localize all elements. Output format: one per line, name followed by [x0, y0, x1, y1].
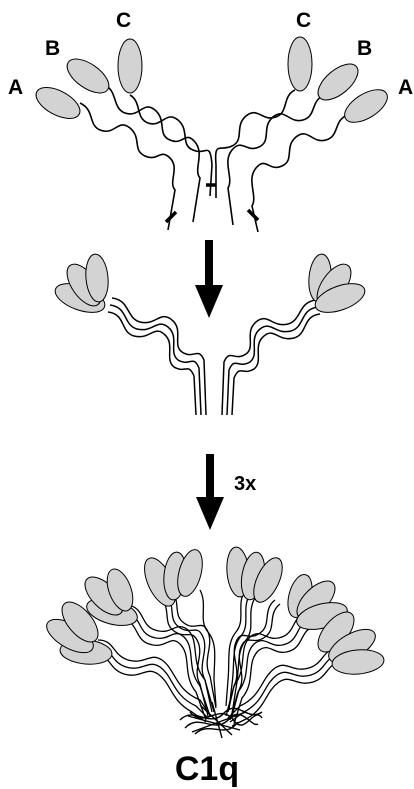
label-left-b: B [45, 37, 60, 60]
right-heads [288, 37, 393, 129]
head-left-b [61, 52, 114, 99]
bouquet-heads [41, 546, 384, 676]
head-right-c [288, 37, 312, 91]
left-chains [80, 85, 212, 230]
right-chain-b-tail [228, 95, 325, 225]
label-right-a: A [398, 76, 413, 99]
stage-c1q-bouquet [41, 546, 384, 738]
down-arrow-icon [196, 454, 224, 530]
left-chain-b-tail [105, 85, 200, 222]
label-left-a: A [8, 76, 23, 99]
stage-individual-chains: A B C C B A [8, 9, 413, 232]
head-left-a [31, 81, 85, 125]
right-chain-c-tail [216, 90, 295, 198]
down-arrow-icon [195, 240, 223, 318]
right-chains [216, 90, 348, 232]
multiplier-label: 3x [234, 473, 256, 495]
label-left-c: C [116, 9, 131, 32]
bouquet-stem-tangle [180, 702, 262, 738]
subunit-helix-stalks [108, 298, 320, 415]
diagram-title: C1q [175, 750, 239, 788]
head-left-c [118, 39, 142, 93]
label-right-b: B [357, 37, 372, 60]
label-right-c: C [296, 9, 311, 32]
